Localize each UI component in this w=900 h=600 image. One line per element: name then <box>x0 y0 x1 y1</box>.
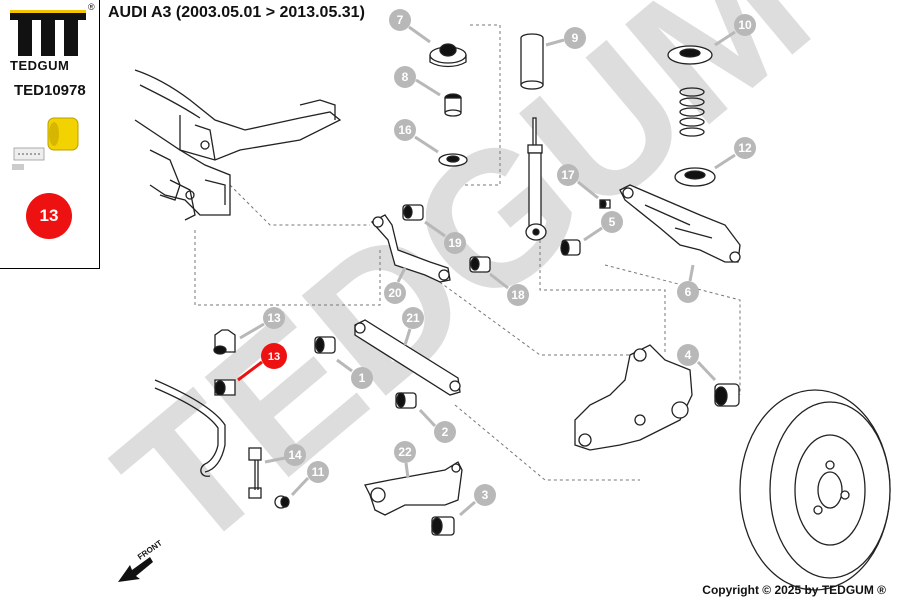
tedgum-logo <box>10 10 86 56</box>
svg-text:18: 18 <box>511 288 525 302</box>
callouts: 1 2 3 4 5 6 7 8 9 10 11 12 13 14 16 17 1… <box>237 9 756 517</box>
svg-text:17: 17 <box>561 168 575 182</box>
top-mount <box>429 43 467 68</box>
lower-link-bushes <box>314 336 417 409</box>
wheel-carrier <box>574 344 693 451</box>
copyright-text: Copyright © 2025 by TEDGUM ® <box>702 583 886 597</box>
callout-21: 21 <box>402 307 424 346</box>
callout-14: 14 <box>264 444 306 466</box>
svg-text:9: 9 <box>572 31 579 45</box>
callout-19: 19 <box>424 220 466 254</box>
callout-7: 7 <box>389 9 431 44</box>
callout-20: 20 <box>384 267 407 304</box>
svg-text:8: 8 <box>402 70 409 84</box>
watermark-text: TEDGUM <box>80 0 847 591</box>
svg-text:2: 2 <box>442 425 449 439</box>
svg-text:3: 3 <box>482 488 489 502</box>
shock-absorber <box>525 117 547 241</box>
registered-mark: ® <box>88 2 95 12</box>
svg-text:13: 13 <box>267 311 281 325</box>
svg-text:16: 16 <box>398 123 412 137</box>
small-bushings <box>560 199 611 256</box>
svg-text:7: 7 <box>397 13 404 27</box>
trailing-arm-bush <box>431 516 455 536</box>
svg-text:1: 1 <box>359 371 366 385</box>
spring-upper-seat <box>667 45 713 65</box>
svg-text:6: 6 <box>685 285 692 299</box>
svg-text:5: 5 <box>609 215 616 229</box>
callout-9: 9 <box>545 27 586 49</box>
lower-link <box>354 319 461 396</box>
vehicle-title: AUDI A3 (2003.05.01 > 2013.05.31) <box>108 4 365 21</box>
callout-13-grey: 13 <box>239 307 285 340</box>
subframe <box>134 69 342 221</box>
callout-8: 8 <box>394 66 441 97</box>
dust-cover <box>520 33 544 90</box>
svg-text:13: 13 <box>268 351 280 363</box>
upper-arm <box>370 214 451 283</box>
front-arrow: FRONT <box>118 538 164 582</box>
svg-text:14: 14 <box>288 448 302 462</box>
svg-text:19: 19 <box>448 236 462 250</box>
callout-12: 12 <box>714 137 756 170</box>
trailing-arm <box>364 461 463 516</box>
carrier-bush <box>714 383 740 407</box>
callout-2: 2 <box>418 408 456 443</box>
stabilizer-bushings <box>213 329 236 396</box>
callout-3: 3 <box>459 484 496 517</box>
product-badge: 13 <box>26 193 72 239</box>
callout-6: 6 <box>677 264 699 303</box>
tedgum-watermark: TEDGUM <box>80 0 847 591</box>
svg-text:22: 22 <box>398 445 412 459</box>
stabilizer-bar <box>154 379 226 477</box>
svg-text:4: 4 <box>685 348 692 362</box>
callout-10: 10 <box>714 14 756 47</box>
callout-4: 4 <box>677 344 717 382</box>
callout-11: 11 <box>290 461 329 497</box>
brand-name: TEDGUM <box>10 58 70 73</box>
upper-arm-bushes <box>402 204 491 273</box>
product-reference: TED10978 <box>14 82 86 99</box>
svg-text:10: 10 <box>738 18 752 32</box>
callout-17: 17 <box>557 164 599 200</box>
product-image <box>12 117 79 170</box>
stabilizer-link <box>248 447 290 509</box>
callout-1: 1 <box>336 358 373 389</box>
spring-control-arm <box>619 184 741 263</box>
svg-text:11: 11 <box>312 465 325 479</box>
spring-lower-seat <box>674 167 716 187</box>
callout-13-red: 13 <box>237 343 287 382</box>
svg-text:12: 12 <box>738 141 752 155</box>
callout-22: 22 <box>394 441 416 479</box>
wheel <box>739 389 891 591</box>
bump-stop <box>444 93 462 117</box>
svg-text:21: 21 <box>406 311 420 325</box>
callout-5: 5 <box>583 211 623 242</box>
callout-16: 16 <box>394 119 439 154</box>
shock-washer <box>438 153 468 167</box>
coil-spring <box>679 87 705 137</box>
product-panel: ® TEDGUM TED10978 13 <box>0 0 100 269</box>
svg-text:20: 20 <box>388 286 402 300</box>
callout-18: 18 <box>489 272 529 306</box>
